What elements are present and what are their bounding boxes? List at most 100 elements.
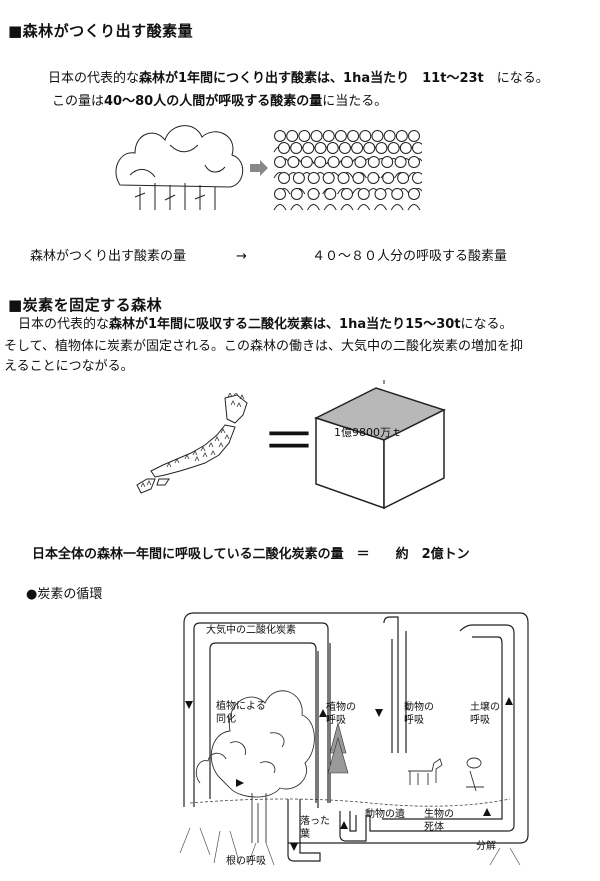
down-arrow-icon [290, 843, 298, 851]
label-creature-body: 生物の 死体 [424, 809, 454, 833]
label-air-co2: 大気中の二酸化炭素 [206, 625, 296, 636]
person-head [292, 172, 305, 184]
person-head [322, 130, 335, 142]
person-head [408, 188, 420, 200]
person-head [359, 130, 372, 142]
person-head [338, 142, 351, 154]
person-head [307, 188, 320, 200]
section3-heading: ●炭素の循環 [26, 587, 103, 602]
person-head [347, 130, 360, 142]
person-head [286, 130, 299, 142]
equals-sign: ＝ [262, 410, 316, 473]
person-body [290, 204, 304, 211]
person-head [375, 142, 388, 154]
label-fallen-leaves: 落った 葉 [300, 816, 330, 840]
label-decompose: 分解 [476, 841, 496, 852]
person-head [341, 156, 353, 168]
label-animal-respiration: 動物の 呼吸 [404, 702, 434, 726]
person-head [298, 130, 311, 142]
person-head [412, 142, 422, 154]
carbon-cycle-diagram [179, 612, 529, 866]
up-arrow-icon [483, 808, 491, 816]
person-head [381, 156, 394, 168]
person-body [323, 204, 337, 211]
person-body [273, 204, 287, 211]
person-head [408, 156, 420, 168]
person-head [324, 188, 337, 200]
right-arrow-icon [250, 160, 268, 176]
people-oxygen-caption: ４０～８０人分の呼吸する酸素量 [312, 249, 508, 264]
person-head [397, 172, 410, 184]
forest-oxygen-caption: 森林がつくり出す酸素の量 [30, 249, 187, 264]
person-head [337, 172, 350, 184]
text: 日本の代表的な [18, 317, 110, 332]
person-head [399, 142, 412, 154]
section2-heading: ■炭素を固定する森林 [8, 296, 163, 314]
up-arrow-icon [340, 821, 348, 829]
person-body [374, 204, 387, 211]
person-head [274, 130, 286, 142]
caption-arrow: → [236, 249, 247, 264]
up-arrow-icon [319, 709, 327, 717]
person-head [290, 142, 303, 154]
person-head [395, 130, 408, 142]
person-head [278, 142, 290, 154]
section2-paragraph-1: 日本の代表的な森林が1年間に吸収する二酸化炭素は、1ha当たり15～30tになる… [18, 316, 513, 334]
person-head [341, 188, 353, 200]
person-body [390, 204, 404, 211]
person-head [326, 142, 339, 154]
person-head [278, 172, 290, 184]
text: に当たる。 [322, 94, 388, 109]
person-head [314, 142, 327, 154]
person-head [383, 130, 396, 142]
person-head [314, 156, 327, 168]
person-head [412, 172, 422, 184]
person-head [307, 172, 320, 184]
carbon-cube [314, 380, 446, 510]
up-arrow-icon [505, 697, 513, 705]
down-arrow-icon [185, 701, 193, 709]
person-head [274, 156, 286, 168]
emphasis-text: 森林が1年間に吸収する二酸化炭素は、1ha当たり15～30t [109, 317, 461, 332]
person-body [407, 204, 421, 211]
person-head [290, 188, 303, 200]
emphasis-text: 森林が1年間につくり出す酸素は、1ha当たり 11t～23t [139, 71, 484, 86]
person-head [354, 156, 367, 168]
label-soil-respiration: 土壌の 呼吸 [470, 702, 500, 726]
person-head [382, 172, 395, 184]
person-head [322, 172, 335, 184]
person-head [387, 142, 400, 154]
person-head [357, 188, 370, 200]
person-head [310, 130, 323, 142]
person-head [408, 130, 420, 142]
label-plant-respiration: 植物の 呼吸 [326, 702, 356, 726]
person-head [363, 142, 376, 154]
section1-heading: ■森林がつくり出す酸素量 [8, 22, 194, 40]
label-photosynthesis: 植物による 同化 [216, 701, 266, 725]
person-head [352, 172, 365, 184]
person-head [374, 188, 387, 200]
person-body [357, 204, 371, 211]
crowd-illustration [273, 130, 422, 211]
down-arrow-icon [375, 709, 383, 717]
person-body [307, 204, 320, 211]
person-head [351, 142, 364, 154]
label-animal-body: 動物の遺 [365, 809, 405, 820]
co2-summary: 日本全体の森林一年間に呼吸している二酸化炭素の量 ＝ 約 2億トン [32, 547, 470, 562]
person-head [391, 188, 404, 200]
person-head [300, 156, 313, 168]
text: になる。 [460, 317, 513, 332]
person-head [367, 172, 380, 184]
section2-paragraph-2: そして、植物体に炭素が固定される。この森林の働きは、大気中の二酸化炭素の増加を抑 [4, 339, 523, 354]
person-head [394, 156, 407, 168]
person-body [340, 204, 354, 211]
person-head [371, 130, 384, 142]
text: になる。 [483, 71, 549, 86]
japan-forest-map [136, 393, 248, 494]
section1-paragraph-2: この量は40～80人の人間が呼吸する酸素の量に当たる。 [52, 93, 387, 111]
text: この量は [52, 94, 105, 109]
person-head [334, 130, 347, 142]
text: 日本の代表的な [48, 71, 140, 86]
person-head [327, 156, 340, 168]
emphasis-text: 40～80人の人間が呼吸する酸素の量 [104, 94, 323, 109]
